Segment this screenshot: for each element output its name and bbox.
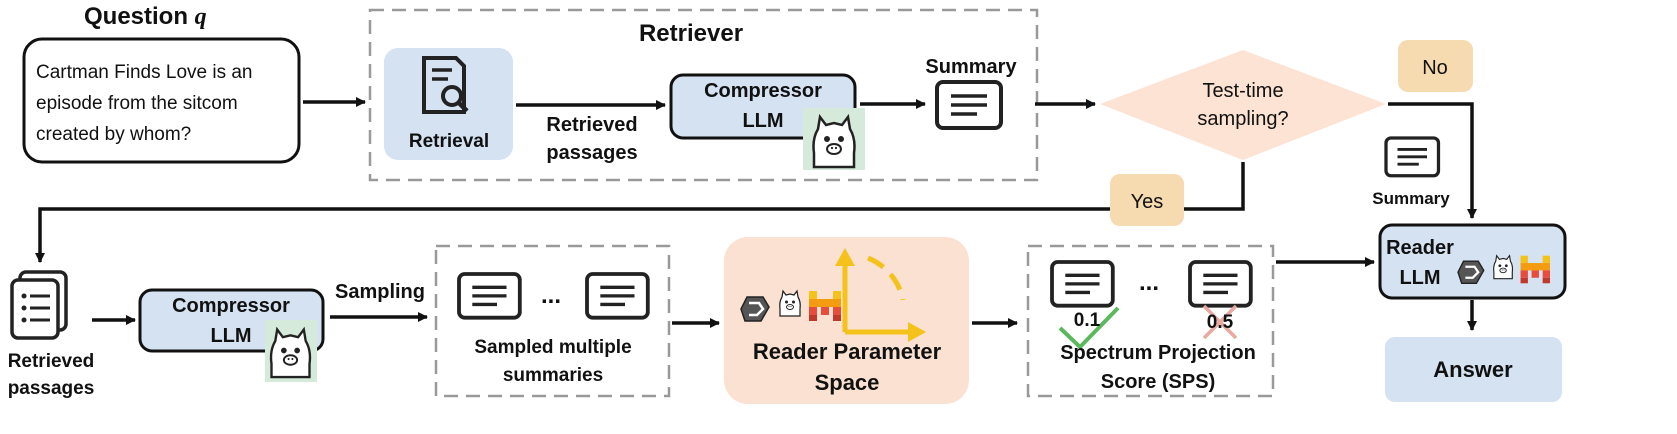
no-label: No bbox=[1422, 57, 1448, 79]
sps-ellipsis: ... bbox=[1139, 269, 1159, 296]
compressor-top-line-1: Compressor bbox=[704, 80, 822, 102]
summary-label-top: Summary bbox=[925, 56, 1017, 78]
question-title: Question q bbox=[84, 3, 207, 30]
param-line-2: Space bbox=[815, 370, 880, 395]
retriever-group bbox=[368, 8, 1039, 182]
sampled-summaries-group bbox=[434, 244, 671, 398]
param-line-1: Reader Parameter bbox=[753, 339, 942, 364]
question-line-3: created by whom? bbox=[36, 124, 191, 145]
sps-line-1: Spectrum Projection bbox=[1060, 342, 1256, 364]
passages-stack-icon bbox=[10, 270, 68, 340]
sps-doc-icon-good bbox=[1050, 260, 1115, 308]
retrieved-passages-line-1: Retrieved bbox=[546, 114, 637, 136]
question-box bbox=[22, 37, 301, 164]
sampled-line-1: Sampled multiple bbox=[474, 337, 631, 358]
compressor-top-line-2: LLM bbox=[742, 110, 783, 132]
sampled-line-2: summaries bbox=[503, 365, 603, 386]
question-line-2: episode from the sitcom bbox=[36, 93, 238, 114]
question-line-1: Cartman Finds Love is an bbox=[36, 62, 253, 83]
yes-label: Yes bbox=[1131, 191, 1164, 213]
sampling-label: Sampling bbox=[335, 281, 425, 303]
bottom-passages-line-2: passages bbox=[8, 378, 95, 399]
sps-group bbox=[1026, 244, 1275, 398]
arrow-yes-to-sampling-row bbox=[35, 162, 1245, 263]
sampled-doc-icon-2 bbox=[585, 272, 650, 320]
sampled-doc-icon-1 bbox=[457, 272, 522, 320]
retrieval-search-icon bbox=[422, 56, 469, 114]
retrieved-passages-line-2: passages bbox=[546, 142, 637, 164]
no-badge bbox=[1398, 40, 1473, 92]
decision-line-2: sampling? bbox=[1197, 108, 1288, 130]
sps-doc-icon-bad bbox=[1188, 260, 1253, 308]
summary-doc-icon-top bbox=[935, 80, 1003, 130]
answer-box bbox=[1385, 337, 1562, 402]
alpaca-icon-bottom bbox=[269, 328, 312, 379]
reader-line-2: LLM bbox=[1399, 267, 1440, 289]
retriever-title: Retriever bbox=[639, 20, 743, 47]
score-bad: 0.5 bbox=[1207, 312, 1234, 333]
answer-label: Answer bbox=[1433, 357, 1513, 382]
reader-line-1: Reader bbox=[1386, 237, 1454, 259]
alpaca-icon-top bbox=[812, 115, 856, 169]
summary-doc-icon-no-branch bbox=[1384, 136, 1441, 178]
compressor-bottom-line-2: LLM bbox=[210, 325, 251, 347]
sampled-ellipsis: ... bbox=[541, 282, 561, 309]
decision-diamond bbox=[1100, 50, 1386, 160]
arrow-no-to-reader bbox=[1388, 102, 1477, 219]
decision-line-1: Test-time bbox=[1202, 80, 1283, 102]
score-good: 0.1 bbox=[1074, 310, 1101, 331]
retrieval-label: Retrieval bbox=[409, 131, 489, 152]
summary-label-no-branch: Summary bbox=[1372, 189, 1450, 208]
bottom-passages-line-1: Retrieved bbox=[8, 351, 95, 372]
param-space-axes bbox=[835, 248, 926, 342]
check-icon bbox=[1058, 306, 1120, 350]
yes-badge bbox=[1110, 174, 1184, 226]
compressor-bottom-line-1: Compressor bbox=[172, 295, 290, 317]
sps-line-2: Score (SPS) bbox=[1101, 371, 1215, 393]
cross-icon bbox=[1202, 304, 1238, 340]
